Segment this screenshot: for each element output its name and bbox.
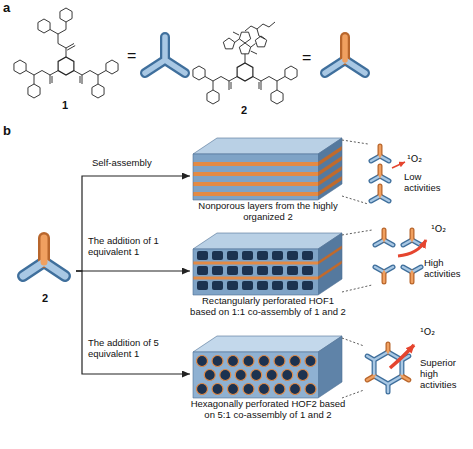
tripod-symbol-2 [23, 238, 65, 276]
rectangular-pore-block: Rectangularly perforated HOF1 based on 1… [190, 233, 346, 318]
edge-label: The addition of 1 equivalent 1 [88, 236, 174, 258]
molecule-tripod: 2 [14, 232, 76, 305]
hexagonal-pore-block-illustration [193, 336, 342, 398]
node-caption: Nonporous layers from the highly organiz… [190, 201, 346, 223]
hexagonal-pore-block: Hexagonally perforated HOF2 based on 5:1… [190, 336, 346, 421]
compound-number: 2 [241, 104, 247, 117]
edge-label: The addition of 5 equivalent 1 [88, 338, 174, 360]
stacked-tripods [371, 146, 389, 201]
node-caption: 2 [14, 292, 76, 305]
activity-label: Low activities [404, 172, 448, 194]
layered-block: Nonporous layers from the highly organiz… [190, 138, 346, 223]
singlet-oxygen-label: ¹O₂ [407, 154, 422, 165]
process-arrow [76, 271, 190, 374]
singlet-oxygen-arrow [398, 240, 426, 256]
tripod-symbol-2 [325, 37, 365, 73]
process-arrow [76, 270, 190, 271]
molecule-1-structure [14, 8, 118, 98]
hexagonal-tripod-arrangement [367, 344, 409, 392]
panel-letter: b [3, 124, 11, 139]
singlet-oxygen-arrow [390, 345, 414, 368]
node-caption: Hexagonally perforated HOF2 based on 5:1… [190, 399, 346, 421]
activity-label: High activities [424, 258, 468, 280]
process-arrow [76, 176, 190, 271]
rectangular-pore-block-illustration [193, 233, 342, 295]
tripod-symbol-1 [145, 37, 185, 73]
singlet-oxygen-label: ¹O₂ [420, 327, 435, 338]
activity-label: Superior high activities [420, 358, 468, 391]
singlet-oxygen-arrow [392, 162, 405, 168]
node-caption: Rectangularly perforated HOF1 based on 1… [190, 296, 346, 318]
edge-label: Self-assembly [92, 158, 192, 169]
compound-number: 1 [62, 99, 68, 112]
layered-block-illustration [193, 138, 342, 200]
panel-letter: a [3, 1, 10, 16]
singlet-oxygen-label: ¹O₂ [431, 224, 446, 235]
equals-sign: = [127, 47, 136, 65]
equals-sign: = [302, 49, 311, 67]
zoom-leader-lines [342, 140, 372, 398]
molecule-2-structure [193, 22, 297, 104]
